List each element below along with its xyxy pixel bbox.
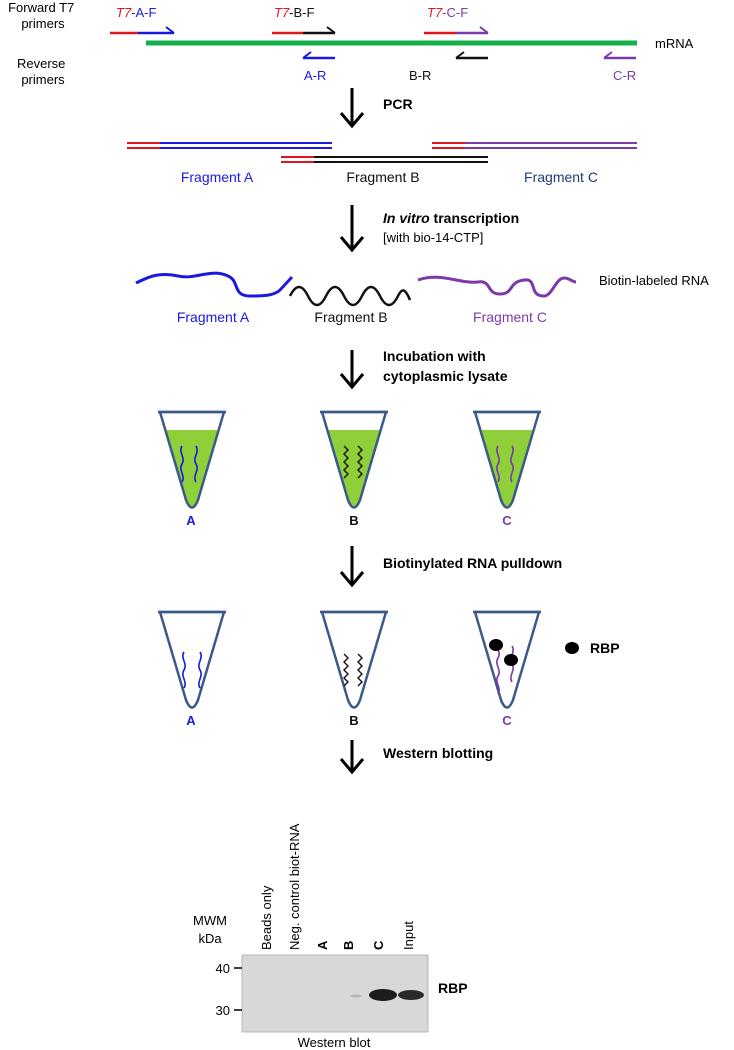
kda-label: kDa	[198, 931, 222, 946]
lane-label-input: Input	[401, 921, 416, 950]
pcr-fragment-c	[432, 142, 637, 149]
reverse-primer-c: C-R	[603, 51, 636, 83]
pcr-fragment-a-label: Fragment A	[181, 169, 254, 185]
blot-band-input	[398, 990, 424, 1000]
reverse-primers-label: Reverse primers	[17, 56, 69, 87]
rna-fragment-a-label: Fragment A	[177, 309, 250, 325]
blot-band-b-faint	[350, 994, 362, 998]
pcr-fragment-b	[281, 156, 488, 163]
rna-fragment-c	[417, 275, 577, 298]
step-arrow-western	[339, 740, 365, 775]
step-arrow-pcr	[339, 88, 365, 129]
forward-primers-label: Forward T7 primers	[8, 0, 78, 31]
t7-prefix: T7	[427, 5, 443, 20]
tube-label-c: C	[502, 513, 512, 528]
rbp-legend-dot	[565, 642, 579, 654]
blot-band-c	[369, 989, 397, 1001]
reverse-primer-c-label: C-R	[613, 68, 636, 83]
tube-with-lysate-c	[473, 410, 541, 509]
step-ivt-label: In vitro transcription	[383, 210, 519, 226]
step-pcr-label: PCR	[383, 96, 413, 112]
lane-label-b: B	[341, 941, 356, 950]
rna-fragment-b	[288, 285, 412, 307]
tube-pulldown-a	[158, 610, 226, 709]
lane-label-neg-control: Neg. control biot-RNA	[287, 823, 302, 950]
forward-primer-b-label: -B-F	[289, 5, 314, 20]
pcr-fragment-b-label: Fragment B	[346, 169, 419, 185]
tube-label-a: A	[186, 513, 196, 528]
step-arrow-incubation	[339, 350, 365, 390]
reverse-primer-a-label: A-R	[304, 68, 326, 83]
lane-label-beads-only: Beads only	[259, 885, 274, 950]
forward-primer-c-label: -C-F	[442, 5, 468, 20]
step-incubation-label-1: Incubation with	[383, 348, 486, 364]
tube2-label-a: A	[186, 713, 196, 728]
marker-30-label: 30	[216, 1003, 230, 1018]
marker-40-label: 40	[216, 961, 230, 976]
tube2-label-b: B	[349, 713, 358, 728]
forward-primer-a-label: -A-F	[131, 5, 156, 20]
reverse-primer-b-label: B-R	[409, 68, 431, 83]
lane-label-a: A	[315, 940, 330, 950]
rna-fragment-c-label: Fragment C	[473, 309, 547, 325]
step-pulldown-label: Biotinylated RNA pulldown	[383, 555, 562, 571]
t7-prefix: T7	[116, 5, 132, 20]
step-ivt-sublabel: [with bio-14-CTP]	[383, 230, 483, 245]
tube-label-b: B	[349, 513, 358, 528]
tube-with-lysate-a	[158, 410, 226, 509]
biotin-rna-label: Biotin-labeled RNA	[599, 273, 709, 288]
step-arrow-pulldown	[339, 546, 365, 588]
forward-primer-b: T7-B-F	[272, 5, 336, 35]
tube-pulldown-c	[473, 610, 541, 709]
reverse-primer-b: B-R	[409, 51, 488, 83]
tube-pulldown-b	[320, 610, 388, 709]
svg-text:T7-B-F: T7-B-F	[274, 5, 315, 20]
step-incubation-label-2: cytoplasmic lysate	[383, 368, 508, 384]
blot-membrane	[241, 954, 429, 1033]
step-western-label: Western blotting	[383, 745, 493, 761]
rna-fragment-a	[135, 271, 294, 298]
svg-text:T7-C-F: T7-C-F	[427, 5, 468, 20]
tube-with-lysate-b	[320, 410, 388, 509]
forward-primer-a: T7-A-F	[110, 5, 175, 35]
rbp-legend-label: RBP	[590, 640, 620, 656]
tube2-label-c: C	[502, 713, 512, 728]
pcr-fragment-c-label: Fragment C	[524, 169, 598, 185]
forward-primer-c: T7-C-F	[424, 5, 489, 35]
svg-text:T7-A-F: T7-A-F	[116, 5, 157, 20]
blot-caption: Western blot	[298, 1035, 371, 1050]
step-arrow-ivt	[339, 205, 365, 253]
rna-fragment-b-label: Fragment B	[314, 309, 387, 325]
reverse-primer-a: A-R	[302, 51, 335, 83]
lane-label-c: C	[371, 940, 386, 950]
blot-band-label: RBP	[438, 980, 468, 996]
mwm-label: MWM	[193, 913, 227, 928]
t7-prefix: T7	[274, 5, 290, 20]
pcr-fragment-a	[127, 142, 332, 149]
mrna-label: mRNA	[655, 36, 694, 51]
